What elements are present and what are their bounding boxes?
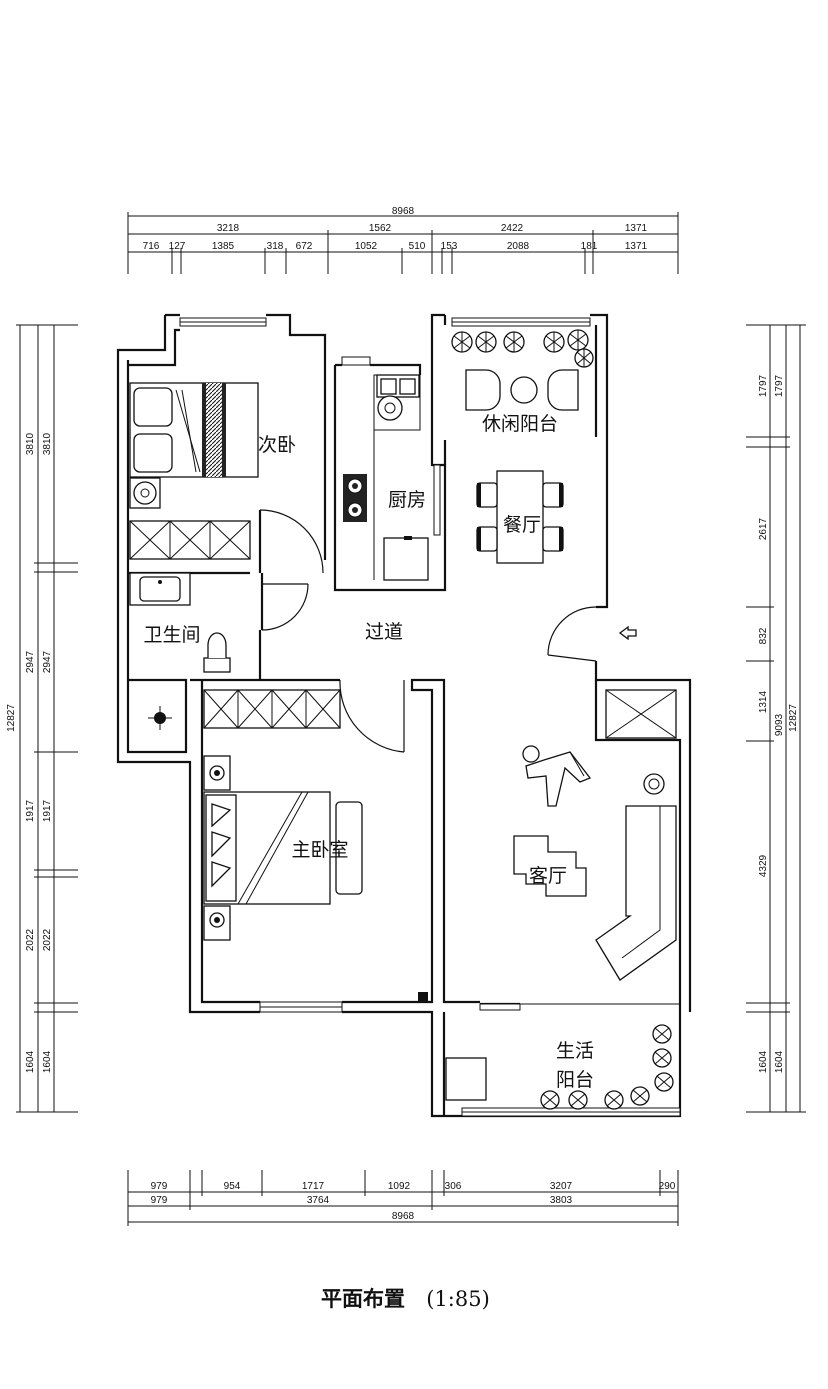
bottom-detail-dimension: 306 [445, 1181, 462, 1192]
right-dimension: 1797 [774, 374, 785, 397]
right-total-dimension: 12827 [788, 704, 799, 732]
master-corner-column [418, 992, 428, 1002]
left-dimension: 3810 [42, 432, 53, 455]
room-label-life-balcony: 生活 [556, 1040, 594, 1062]
walls [116, 313, 692, 1118]
top-detail-dimension: 716 [143, 241, 160, 252]
top-detail-dimension: 510 [409, 241, 426, 252]
right-dimension: 2617 [758, 517, 769, 540]
plan-caption-title: 平面布置 [321, 1286, 405, 1311]
plan-caption-scale: (1:85) [426, 1287, 490, 1311]
room-label-leisure-balcony: 休闲阳台 [482, 413, 558, 435]
top-detail-dimension: 672 [296, 241, 313, 252]
balcony-plants [451, 329, 594, 368]
floor-drain-icon [148, 706, 172, 730]
washbasin-icon [129, 572, 191, 606]
left-dimension: 2022 [42, 928, 53, 951]
bottom-detail-dimension: 954 [224, 1181, 241, 1192]
floor-lamp-icon [129, 477, 161, 509]
left-dimension: 3810 [25, 432, 36, 455]
right-dimension: 1604 [774, 1050, 785, 1073]
lounge-chair-icon [522, 745, 592, 807]
room-label-dining: 餐厅 [503, 514, 541, 536]
nightstand-lamp-icon [203, 905, 231, 941]
balcony-plants [540, 1024, 674, 1110]
left-total-dimension: 12827 [6, 704, 17, 732]
right-dimension: 1314 [758, 690, 769, 713]
bottom-detail-dimension: 3207 [550, 1181, 573, 1192]
living-cabinet [605, 689, 677, 739]
room-label-living-room: 客厅 [529, 865, 567, 887]
top-detail-dimension: 1052 [355, 241, 378, 252]
top-dimension: 3218 [217, 223, 240, 234]
left-dimension: 2022 [25, 928, 36, 951]
floor-lamp-icon [643, 773, 665, 795]
bottom-dimension: 3803 [550, 1195, 573, 1206]
bottom-detail-dimension: 290 [659, 1181, 676, 1192]
bottom-detail-dimension: 979 [151, 1181, 168, 1192]
left-dimension: 1917 [42, 799, 53, 822]
bottom-detail-dimension: 1092 [388, 1181, 411, 1192]
right-dimension: 1797 [758, 374, 769, 397]
left-dimension: 2947 [42, 650, 53, 673]
master-bed [203, 791, 363, 905]
master-wardrobe [203, 689, 341, 729]
top-detail-dimension: 153 [441, 241, 458, 252]
leisure-table-set [465, 369, 579, 411]
second-bedroom-wardrobe [129, 520, 251, 560]
left-dimension: 2947 [25, 650, 36, 673]
right-dimension: 832 [758, 627, 769, 644]
room-label-master-bedroom: 主卧室 [291, 839, 348, 861]
top-total-dimension: 8968 [392, 206, 415, 217]
stove-icon [343, 474, 367, 522]
room-label-bathroom: 卫生间 [143, 624, 200, 646]
top-detail-dimension: 1385 [212, 241, 235, 252]
second-bedroom-bed [129, 382, 259, 478]
top-dimension: 1562 [369, 223, 392, 234]
left-dimension: 1604 [25, 1050, 36, 1073]
toilet-icon [203, 632, 231, 673]
top-detail-dimension: 2088 [507, 241, 530, 252]
room-label-life-balcony: 阳台 [556, 1069, 594, 1091]
room-label-kitchen: 厨房 [388, 489, 426, 511]
bottom-dimension: 3764 [307, 1195, 330, 1206]
left-dimension-chain [16, 324, 78, 1113]
nightstand-lamp-icon [203, 755, 231, 791]
coffee-table [513, 835, 587, 897]
right-dimension-chain [746, 324, 806, 1113]
left-dimension: 1917 [25, 799, 36, 822]
right-dimension: 1604 [758, 1050, 769, 1073]
room-label-second-bedroom: 次卧 [258, 434, 296, 456]
top-dimension: 1371 [625, 223, 648, 234]
top-dimension-chain [127, 212, 679, 274]
windows [179, 317, 681, 1117]
room-label-corridor: 过道 [365, 621, 403, 643]
left-dimension: 1604 [42, 1050, 53, 1073]
refrigerator-icon [383, 536, 429, 581]
top-detail-dimension: 181 [581, 241, 598, 252]
bottom-dimension: 979 [151, 1195, 168, 1206]
top-dimension: 2422 [501, 223, 524, 234]
top-detail-dimension: 318 [267, 241, 284, 252]
bottom-detail-dimension: 1717 [302, 1181, 325, 1192]
dining-table [476, 470, 564, 564]
bottom-dimension-chain [127, 1170, 679, 1226]
doors [259, 509, 597, 753]
top-detail-dimension: 1371 [625, 241, 648, 252]
right-dimension: 4329 [758, 854, 769, 877]
washing-machine-icon [445, 1057, 487, 1101]
right-dimension: 9093 [774, 713, 785, 736]
sofa [595, 805, 677, 981]
kitchen-sink-icon [376, 374, 420, 421]
top-detail-dimension: 127 [169, 241, 186, 252]
entrance-arrow-icon [618, 625, 637, 641]
bottom-total-dimension: 8968 [392, 1211, 415, 1222]
